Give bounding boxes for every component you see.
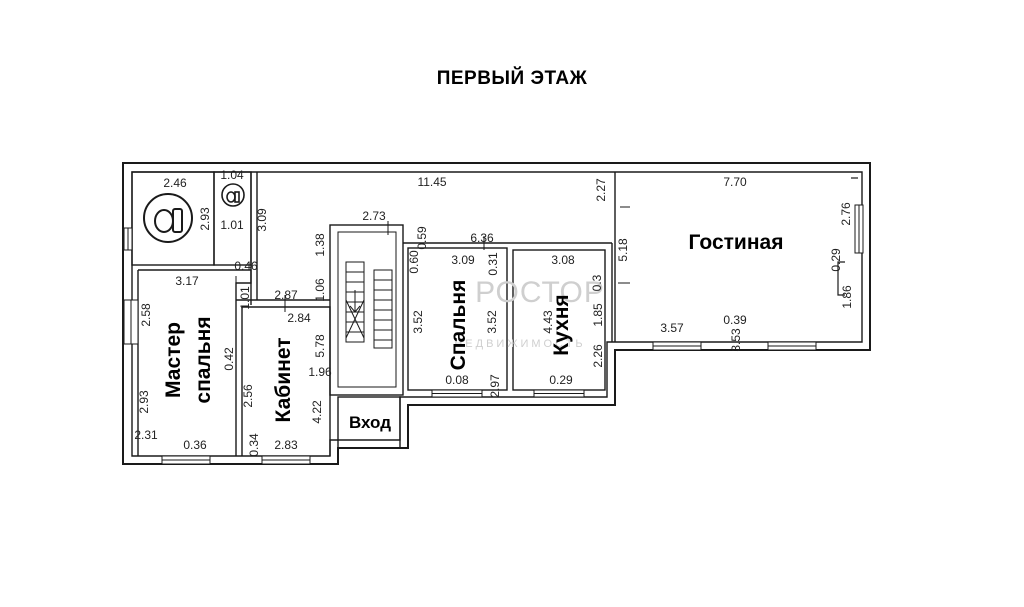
dimension-label: 2.84 <box>287 311 311 325</box>
floor-title: ПЕРВЫЙ ЭТАЖ <box>436 68 588 89</box>
dimension-label: 2.58 <box>139 303 153 327</box>
dimension-label: 7.70 <box>723 175 747 189</box>
dimension-label: 5.78 <box>313 334 327 358</box>
entrance-wall <box>337 396 401 449</box>
dimension-label: 2.87 <box>274 288 298 302</box>
dimension-label: 3.52 <box>411 310 425 334</box>
dimension-label: 6.36 <box>470 231 494 245</box>
dimension-label: 1.01 <box>238 286 252 310</box>
dimension-label: 1.86 <box>840 285 854 309</box>
dimension-label: 2.46 <box>163 176 187 190</box>
toilet-icon <box>143 193 193 243</box>
dimension-label: 2.31 <box>134 428 158 442</box>
dimension-label: 0.46 <box>234 259 258 273</box>
dimension-label: 1.04 <box>220 168 244 182</box>
room-label-entrance: Вход <box>349 413 391 432</box>
dimension-label: 3.09 <box>451 253 475 267</box>
dimension-label: 3.17 <box>175 274 199 288</box>
dimension-label: 0.31 <box>486 252 500 276</box>
dimension-label: 3.09 <box>255 208 269 232</box>
dimension-label: 3.53 <box>729 328 743 352</box>
dimension-label: 1.38 <box>313 233 327 257</box>
dimension-label: 4.22 <box>310 400 324 424</box>
dimension-label: 3.52 <box>485 310 499 334</box>
dimension-label: 2.93 <box>137 390 151 414</box>
dimension-label: 2.93 <box>198 207 212 231</box>
dimension-label: 2.73 <box>362 209 386 223</box>
dimension-label: 2.56 <box>241 384 255 408</box>
dimension-label: 0.39 <box>723 313 747 327</box>
dimension-label: 2.83 <box>274 438 298 452</box>
dimension-label: 0.59 <box>415 226 429 250</box>
dimension-label: 2.97 <box>488 374 502 398</box>
dimension-label: 2.76 <box>839 202 853 226</box>
dimension-label: 2.26 <box>591 344 605 368</box>
dimension-label: 2.27 <box>594 178 608 202</box>
dimension-label: 0.42 <box>222 347 236 371</box>
dimension-label: 0.34 <box>247 433 261 457</box>
room-label-bedroom: Спальня <box>447 280 470 371</box>
dimension-label: 1.85 <box>591 303 605 327</box>
room-label-study: Кабинет <box>272 337 295 422</box>
dimension-label: 1.96 <box>308 365 332 379</box>
dimension-label: 4.43 <box>541 310 555 334</box>
room-label-master-line2: спальня <box>192 316 215 403</box>
staircase-wall <box>329 224 404 396</box>
dimension-label: 3.08 <box>551 253 575 267</box>
dimension-label: 0.29 <box>829 248 843 272</box>
wc-icon <box>221 183 245 207</box>
dimension-label: 0.36 <box>183 438 207 452</box>
staircase-icon <box>345 261 393 349</box>
room-label-kitchen: Кухня <box>550 294 573 355</box>
windows <box>123 204 864 465</box>
living-room-wall <box>611 172 616 342</box>
dimension-label: 0.29 <box>549 373 573 387</box>
watermark-tagline: НЕДВИЖИМОСТЬ <box>454 338 585 350</box>
dimension-label: 1.01 <box>220 218 244 232</box>
watermark-brand: РОСТОР <box>475 276 605 309</box>
watermark: РОСТОР НЕДВИЖИМОСТЬ <box>454 276 605 350</box>
dimension-labels: 2.46 1.04 2.93 1.01 3.09 0.46 11.45 2.27 7.70 2.7… <box>134 168 854 457</box>
dimension-label: 0.60 <box>407 250 421 274</box>
dimension-label: 1.06 <box>313 278 327 302</box>
dimension-label: 3.57 <box>660 321 684 335</box>
room-label-living: Гостиная <box>689 231 784 254</box>
dimension-label: 5.18 <box>616 238 630 262</box>
room-label-master-line1: Мастер <box>162 322 185 398</box>
dimension-label: 0.3 <box>590 274 604 291</box>
dimension-label: 11.45 <box>417 175 446 189</box>
dimension-label: 0.08 <box>445 373 469 387</box>
